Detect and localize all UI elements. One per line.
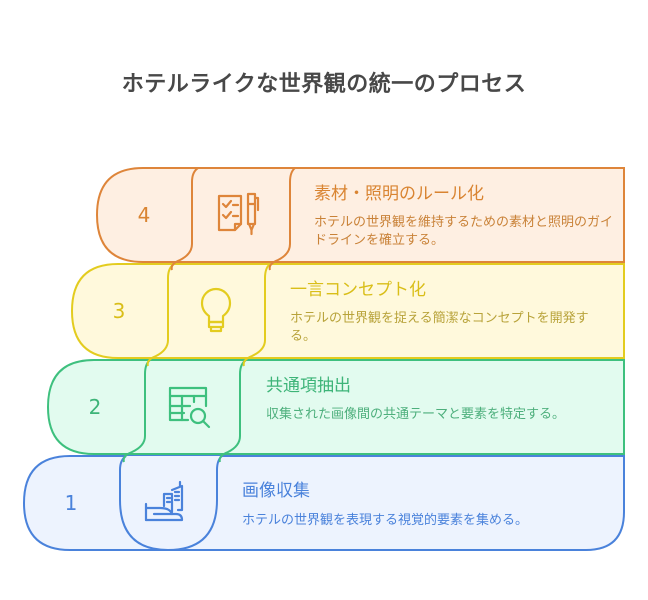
checklist-pen-icon — [217, 192, 260, 236]
step-4-number: 4 — [137, 203, 151, 227]
step-3-title: 一言コンセプト化 — [290, 280, 426, 300]
step-3-description: ホテルの世界観を捉える簡潔なコンセプトを開発する。 — [290, 311, 589, 344]
step-2-shape — [46, 359, 625, 463]
step-2-title: 共通項抽出 — [266, 376, 351, 396]
diagram-title: ホテルライクな世界観の統一のプロセス — [121, 72, 527, 97]
step-4-description: ホテルの世界観を維持するための素材と照明のガイドラインを確立する。 — [314, 215, 614, 248]
buildings-icon — [144, 480, 184, 522]
step-1-number: 1 — [64, 491, 78, 515]
step-2-number: 2 — [88, 395, 102, 419]
step-4-shape — [95, 167, 625, 271]
step-3-number: 3 — [112, 299, 126, 323]
step-3-shape — [70, 263, 625, 367]
step-1-description: ホテルの世界観を表現する視覚的要素を集める。 — [242, 513, 529, 528]
table-search-icon — [168, 386, 211, 429]
step-4-title: 素材・照明のルール化 — [314, 184, 484, 204]
step-2-description: 収集された画像間の共通テーマと要素を特定する。 — [266, 407, 566, 422]
lightbulb-icon — [200, 287, 232, 333]
step-1-title: 画像収集 — [242, 481, 310, 501]
step-1-shape — [22, 455, 625, 552]
